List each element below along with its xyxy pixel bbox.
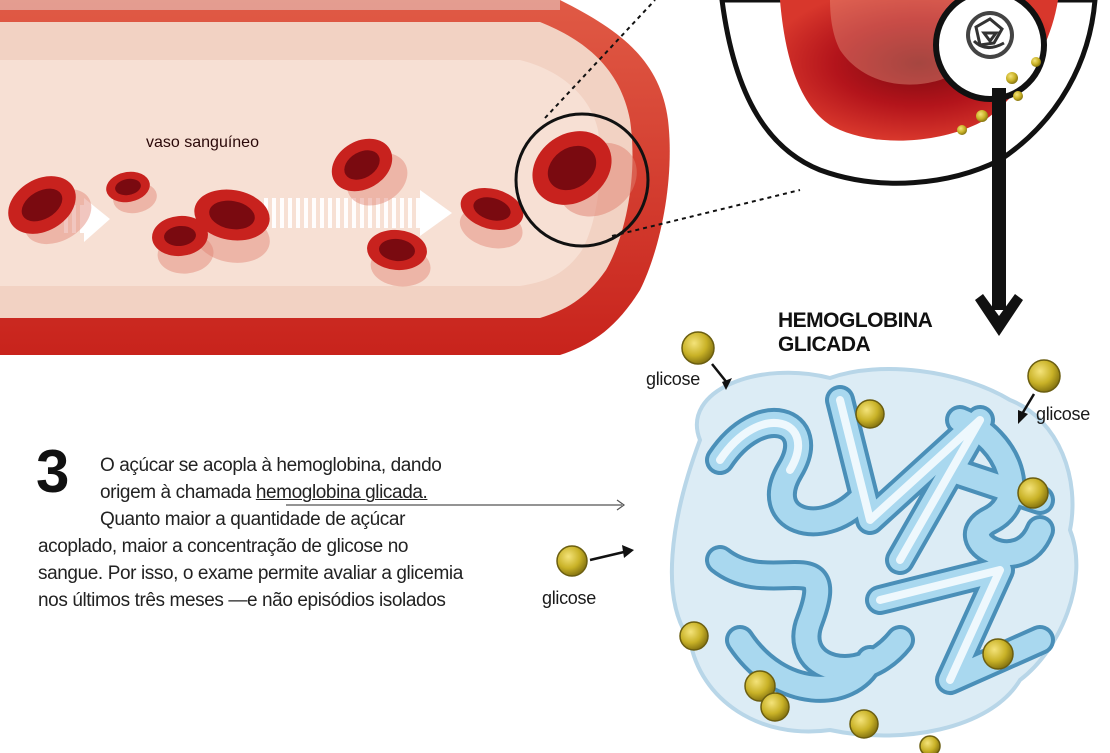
- hemoglobin-title-line1: HEMOGLOBINA: [778, 309, 932, 332]
- glucose-label: glicose: [646, 369, 700, 390]
- step-line: Quanto maior a quantidade de açúcar: [38, 506, 538, 533]
- step-description: O açúcar se acopla à hemoglobina, dando …: [38, 452, 538, 614]
- step-line: nos últimos três meses —e não episódios …: [38, 587, 538, 614]
- step-line: sangue. Por isso, o exame permite avalia…: [38, 560, 538, 587]
- step-line: O açúcar se acopla à hemoglobina, dando: [38, 452, 538, 479]
- glucose-label: glicose: [542, 588, 596, 609]
- hemoglobin-title-line2: GLICADA: [778, 333, 870, 356]
- glycated-hemoglobin-molecule: [672, 369, 1076, 753]
- glucose-label: glicose: [1036, 404, 1090, 425]
- free-glucose-3: [557, 545, 634, 576]
- hemoglobin-title: HEMOGLOBINA GLICADA: [778, 309, 932, 357]
- mini-hemoglobin-icon: [966, 11, 1014, 59]
- step-line-part: origem à chamada: [100, 482, 256, 503]
- highlighted-term: hemoglobina glicada.: [256, 482, 428, 503]
- step-line: origem à chamada hemoglobina glicada.: [38, 479, 538, 506]
- vessel-label: vaso sanguíneo: [146, 134, 259, 152]
- step-line: acoplado, maior a concentração de glicos…: [38, 533, 538, 560]
